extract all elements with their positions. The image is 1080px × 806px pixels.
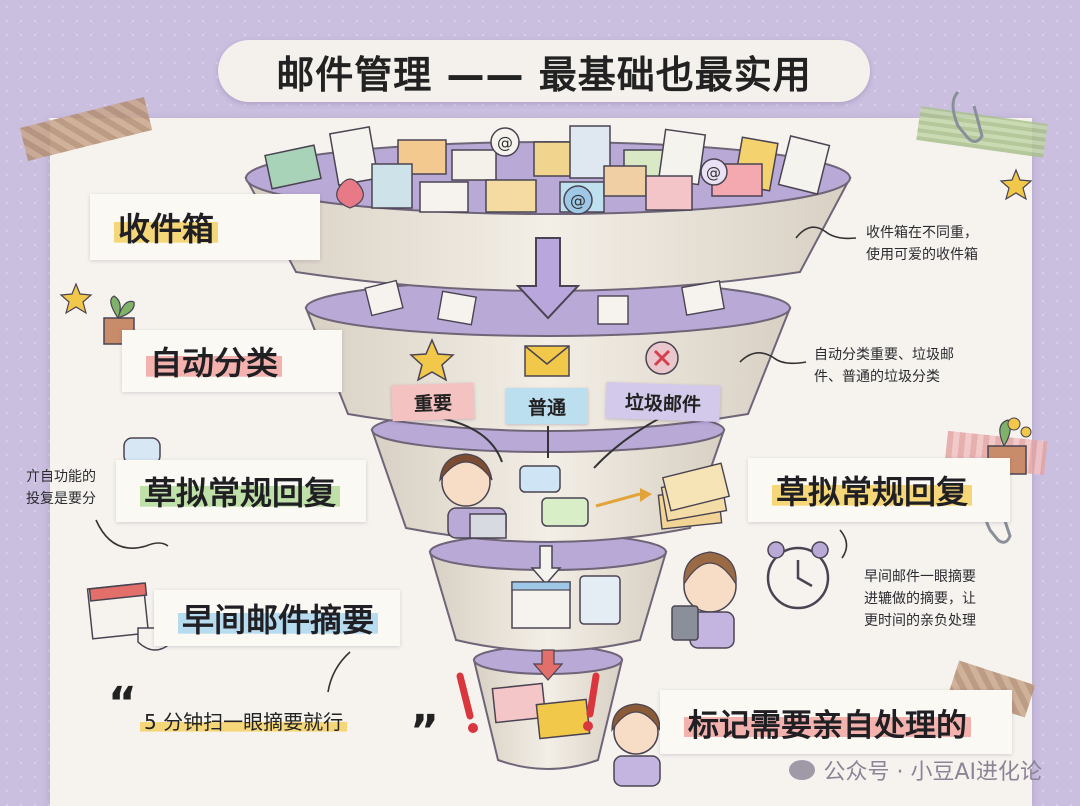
svg-text:@: @: [706, 164, 721, 182]
note-classify-line-1: 自动分类重要、垃圾邮: [814, 347, 954, 363]
stage-classify-text: 自动分类: [146, 338, 283, 384]
quote-text: 5 分钟扫一眼摘要就行: [140, 706, 348, 735]
stage-draft-reply-text: 草拟常规回复: [140, 468, 341, 514]
note-classify-line-2: 件、普通的垃圾分类: [814, 369, 940, 385]
stage-inbox-text: 收件箱: [114, 204, 219, 250]
svg-text:@: @: [497, 133, 513, 152]
note-reply: 亣自功能的 投复是要分: [26, 466, 96, 510]
stage-draft-reply-label: 草拟常规回复: [116, 460, 366, 522]
note-inbox-line-2: 使用可爱的收件箱: [866, 247, 978, 263]
right-mark-personal-text: 标记需要亲自处理的: [684, 699, 971, 745]
note-summary: 早间邮件一眼摘要 进辘做的摘要，让 更时间的亲负处理: [864, 566, 976, 632]
watermark-text: 公众号 · 小豆AI进化论: [823, 760, 1042, 785]
note-classify: 自动分类重要、垃圾邮 件、普通的垃圾分类: [814, 344, 954, 388]
tag-spam: 垃圾邮件: [605, 382, 721, 422]
right-draft-reply-label: 草拟常规回复: [748, 458, 1010, 522]
quote-text-content: 5 分钟扫一眼摘要就行: [140, 710, 348, 734]
watermark: 公众号 · 小豆AI进化论: [789, 754, 1042, 786]
quote-open-mark: “: [108, 678, 137, 729]
svg-text:@: @: [570, 191, 586, 210]
tag-important: 重要: [391, 382, 475, 422]
note-summary-line-1: 早间邮件一眼摘要: [864, 569, 976, 585]
quote-close-mark: ”: [410, 706, 439, 757]
stage-morning-summary-text: 早间邮件摘要: [178, 595, 379, 641]
stage-inbox-label: 收件箱: [90, 194, 320, 260]
tag-normal: 普通: [506, 388, 588, 424]
wechat-icon: [789, 760, 816, 780]
stage-morning-summary-label: 早间邮件摘要: [154, 590, 400, 646]
note-inbox: 收件箱在不同重， 使用可爱的收件箱: [866, 222, 978, 266]
right-mark-personal-label: 标记需要亲自处理的: [660, 690, 1012, 754]
right-draft-reply-text: 草拟常规回复: [772, 467, 973, 513]
note-reply-line-2: 投复是要分: [26, 491, 96, 507]
stage-classify-label: 自动分类: [122, 330, 342, 392]
page-title: 邮件管理 —— 最基础也最实用: [218, 40, 870, 102]
note-inbox-line-1: 收件箱在不同重，: [866, 225, 978, 241]
note-summary-line-2: 进辘做的摘要，让: [864, 591, 976, 607]
note-reply-line-1: 亣自功能的: [26, 469, 96, 485]
note-summary-line-3: 更时间的亲负处理: [864, 613, 976, 629]
